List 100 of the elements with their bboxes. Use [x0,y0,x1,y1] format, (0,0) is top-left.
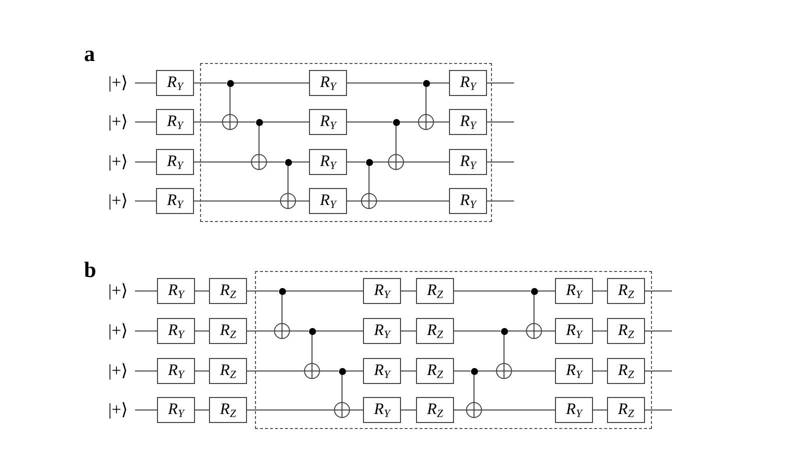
wire-line [454,290,531,292]
wire-line [400,290,416,292]
gate-box: R$_{Z}$ [416,278,454,304]
gate-box: R$_{Y}$ [449,188,487,214]
control-dot [308,328,316,334]
target-symbol [280,193,296,209]
target-symbol [222,114,238,130]
state-label: |+⟩ [101,320,135,342]
target-symbol [334,402,350,418]
state-label: |+⟩ [101,72,135,94]
control-dot [366,158,372,166]
control-dot [226,80,234,86]
gate-box: R$_{Z}$ [607,358,645,384]
wire-line [134,330,158,332]
gate-box: R$_{Z}$ [209,358,247,384]
wire-line [194,200,280,202]
wire-line [194,330,210,332]
gate-box: R$_{Z}$ [607,318,645,344]
wire-line [400,370,416,372]
control-dot [500,328,508,334]
wire-line [644,290,672,292]
wire-line [194,82,227,84]
wire-line [246,330,274,332]
gate-box: R$_{Y}$ [156,70,194,96]
wire-line [644,330,672,332]
dashed-frame [255,271,652,429]
control-dot [278,288,286,294]
wire-line [233,82,310,84]
gate-box: R$_{Y}$ [363,397,401,423]
panel-label: a [84,42,95,66]
wire-line [376,200,450,202]
target-symbol [526,323,542,339]
target-symbol [496,363,512,379]
target-symbol [274,323,290,339]
wire-line [486,200,514,202]
wire-line [290,330,309,332]
state-label: |+⟩ [101,190,135,212]
gate-box: R$_{Y}$ [156,188,194,214]
wire-line [454,370,471,372]
target-symbol [388,154,404,170]
cnot-line [368,165,370,194]
wire-line [644,370,672,372]
gate-box: R$_{Y}$ [449,149,487,175]
state-label: |+⟩ [101,280,135,302]
gate-box: R$_{Y}$ [449,70,487,96]
wire-line [134,200,156,202]
gate-box: R$_{Y}$ [157,358,195,384]
wire-line [477,370,496,372]
wire-line [315,330,364,332]
target-symbol [251,154,267,170]
wire-line [537,290,556,292]
gate-box: R$_{Y}$ [309,149,347,175]
wire-line [320,370,339,372]
gate-box: R$_{Y}$ [156,109,194,135]
wire-line [592,330,608,332]
control-dot [392,118,400,126]
wire-line [296,200,310,202]
gate-box: R$_{Z}$ [209,318,247,344]
control-dot [470,368,478,374]
gate-box: R$_{Y}$ [157,397,195,423]
wire-line [194,290,210,292]
target-symbol [304,363,320,379]
wire-line [507,330,526,332]
gate-box: R$_{Z}$ [607,278,645,304]
control-dot [338,368,346,374]
target-symbol [418,114,434,130]
state-label: |+⟩ [101,360,135,382]
gate-box: R$_{Y}$ [555,318,593,344]
gate-box: R$_{Y}$ [309,188,347,214]
gate-box: R$_{Y}$ [309,109,347,135]
state-label: |+⟩ [101,151,135,173]
wire-line [134,290,158,292]
control-dot [422,80,430,86]
wire-line [194,370,210,372]
wire-line [246,370,304,372]
target-symbol [466,402,482,418]
wire-line [134,370,158,372]
dashed-frame [200,63,492,222]
gate-box: R$_{Z}$ [416,318,454,344]
wire-line [429,82,450,84]
gate-box: R$_{Y}$ [449,109,487,135]
wire-line [246,290,279,292]
gate-box: R$_{Y}$ [363,278,401,304]
gate-box: R$_{Z}$ [209,397,247,423]
gate-box: R$_{Z}$ [209,278,247,304]
state-label: |+⟩ [101,111,135,133]
control-dot [284,158,292,166]
control-dot [530,288,538,294]
wire-line [592,290,608,292]
wire-line [486,82,514,84]
gate-box: R$_{Y}$ [156,149,194,175]
wire-line [346,200,362,202]
gate-box: R$_{Z}$ [416,358,454,384]
gate-box: R$_{Y}$ [555,278,593,304]
gate-box: R$_{Y}$ [157,278,195,304]
gate-box: R$_{Y}$ [157,318,195,344]
gate-box: R$_{Y}$ [309,70,347,96]
gate-box: R$_{Z}$ [416,397,454,423]
wire-line [134,82,156,84]
gate-box: R$_{Y}$ [555,397,593,423]
